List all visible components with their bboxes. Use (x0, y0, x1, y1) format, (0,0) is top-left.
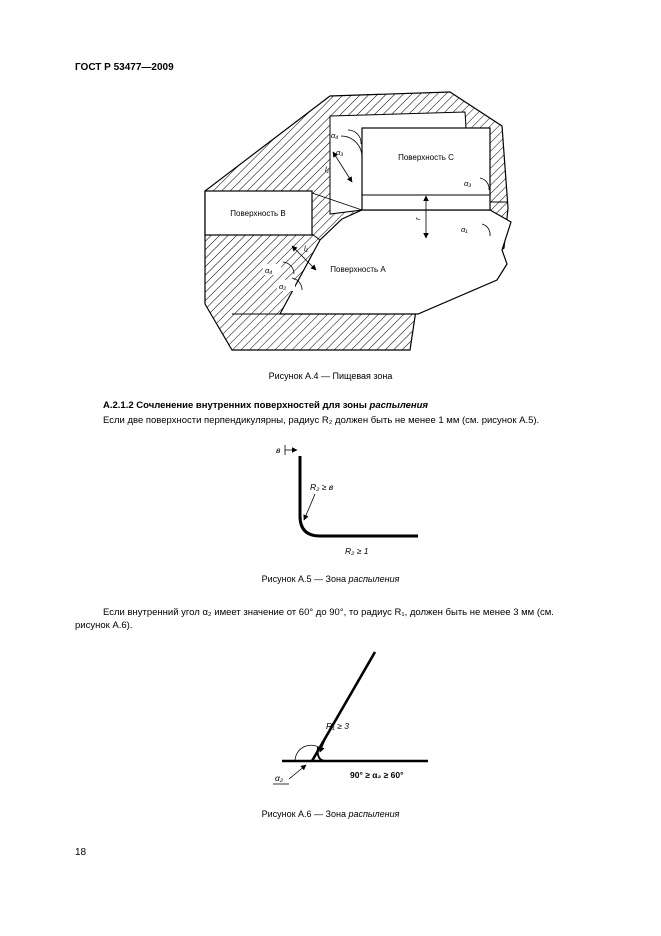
figure-a6-caption-prefix: Рисунок А.6 — Зона (261, 809, 349, 819)
figure-a5-caption-prefix: Рисунок А.5 — Зона (261, 574, 349, 584)
angle-label-right-lower: α₁ (461, 225, 468, 234)
angle-label-left-upper: α₄ (265, 266, 272, 275)
figure-a4-caption-text: Рисунок А.4 — Пищевая зона (268, 371, 393, 381)
surface-b-label: Поверхность B (230, 209, 285, 218)
figure-a4-caption: Рисунок А.4 — Пищевая зона (0, 371, 661, 381)
paragraph-1: Если две поверхности перпендикулярны, ра… (103, 415, 540, 426)
section-heading-emphasis: распыления (369, 400, 429, 411)
label-pocket (277, 280, 295, 291)
section-heading: А.2.1.2 Сочленение внутренних поверхност… (103, 400, 428, 411)
angle-label-left-lower: α₂ (279, 282, 286, 291)
corner-profile-line (298, 456, 418, 538)
angle-label-right-upper: α₃ (464, 179, 471, 188)
figure-a5-caption-emphasis: распыления (348, 574, 400, 584)
dim-l1-bottom-label: l₁ (304, 244, 309, 253)
radius-min-label: R₂ ≥ 1 (345, 546, 369, 556)
angle-label: α₂ (275, 773, 284, 783)
radius-wall-label: R₂ ≥ в (310, 482, 334, 492)
dimension-lines (291, 151, 429, 271)
surface-a-face (278, 209, 512, 315)
figure-a4-drawing: Поверхность C Поверхность B Поверхность … (204, 91, 512, 351)
figure-a6-caption: Рисунок А.6 — Зона распыления (0, 809, 661, 819)
surface-c-label: Поверхность C (398, 153, 454, 162)
section-heading-prefix: А.2.1.2 Сочленение внутренних поверхност… (103, 400, 370, 411)
figure-a6-drawing: R₁ ≥ 3 α₂ 90° ≥ α₂ ≥ 60° (273, 651, 428, 785)
page-number: 18 (75, 847, 87, 858)
figure-a5-drawing: в R₂ ≥ в R₂ ≥ 1 (276, 445, 418, 556)
angle-label-top-lower: α₃ (336, 148, 343, 157)
label-pocket (263, 264, 281, 275)
fillet-radius-curve (316, 746, 327, 762)
construction-edges (232, 192, 508, 315)
thickness-label: в (276, 445, 281, 455)
surface-b-face (204, 190, 313, 236)
surface-a-label: Поверхность A (330, 265, 386, 274)
angle-arc-marks (282, 129, 491, 291)
angle-and-leader-marks (273, 732, 329, 785)
dim-r-label: r (413, 217, 422, 220)
dim-l1-top-label: l₁ (325, 165, 330, 174)
figure-a5-caption: Рисунок А.5 — Зона распыления (0, 574, 661, 584)
figure-a6-caption-emphasis: распыления (348, 809, 400, 819)
paragraph-2: Если внутренний угол α₂ имеет значение о… (75, 607, 554, 631)
angle-label-top-upper: α₄ (331, 131, 338, 140)
dimension-lines (284, 445, 316, 521)
document-header: ГОСТ Р 53477—2009 (75, 62, 174, 73)
radius-min-label: R₁ ≥ 3 (326, 721, 349, 731)
angle-range-label: 90° ≥ α₂ ≥ 60° (350, 770, 404, 780)
inclined-surface-line (310, 651, 377, 762)
